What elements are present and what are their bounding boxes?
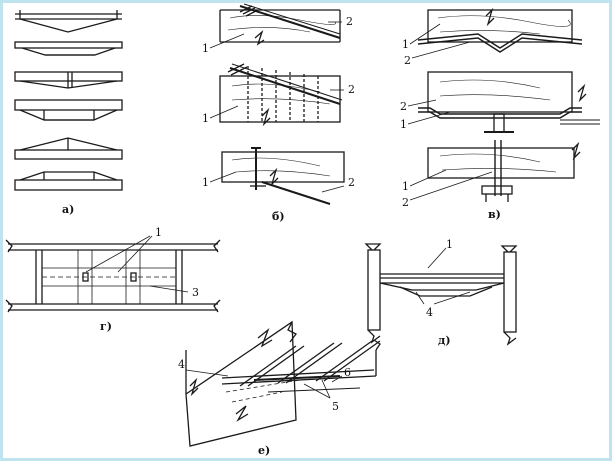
panel-b-label-1c: 1: [202, 176, 209, 189]
panel-d-label-4: 4: [426, 306, 433, 319]
panel-b-label-1b: 1: [202, 112, 209, 125]
panel-e-caption: е): [258, 444, 270, 457]
panel-v-label-2c: 2: [402, 196, 409, 209]
panel-v-label-1b: 1: [400, 118, 407, 131]
panel-b-beam-2: [219, 63, 343, 127]
panel-g-label-3: 3: [192, 286, 199, 299]
panel-a-scheme-5: [14, 137, 123, 160]
panel-b-beam-3: [221, 147, 345, 205]
panel-d-elevation: 1 4 д): [364, 238, 518, 347]
panel-b-label-1a: 1: [202, 42, 209, 55]
panel-v-details: 1 2 2 1 1 2 в): [400, 7, 600, 221]
panel-v-label-1a: 1: [402, 38, 409, 51]
panel-b-label-2a: 2: [346, 15, 353, 28]
panel-b-caption: б): [272, 210, 285, 223]
panel-d-label-1: 1: [446, 238, 453, 251]
panel-d-caption: д): [438, 334, 451, 347]
panel-e-label-6: 6: [344, 366, 351, 379]
panel-a-scheme-1: [15, 10, 122, 33]
panel-a-scheme-2: [14, 41, 123, 56]
panel-b-label-2b: 2: [348, 83, 355, 96]
panel-v-beam-2: [418, 71, 600, 133]
panel-a-schemes: а): [14, 10, 123, 216]
panel-a-caption: а): [62, 203, 74, 216]
panel-g-plan: 1 3 г): [5, 226, 221, 333]
panel-g-caption: г): [100, 320, 112, 333]
panel-e-isometric: 4 6 5 е): [178, 320, 381, 457]
panel-a-scheme-4: [14, 99, 123, 121]
panel-v-label-1c: 1: [402, 180, 409, 193]
panel-v-label-2b: 2: [400, 100, 407, 113]
panel-v-label-2a: 2: [404, 54, 411, 67]
panel-e-label-4: 4: [178, 358, 185, 371]
panel-e-label-5: 5: [332, 400, 339, 413]
panel-v-caption: в): [488, 208, 501, 221]
panel-b-label-2c: 2: [348, 176, 355, 189]
panel-v-beam-1: [417, 7, 583, 53]
panel-g-label-1: 1: [155, 226, 162, 239]
panel-b-beam-1: [219, 3, 341, 46]
panel-v-beam-3: [427, 140, 581, 202]
panel-b-details: 1 2 1 2 1 2 б): [202, 3, 355, 223]
panel-a-scheme-6: [14, 171, 123, 191]
panel-a-scheme-3: [14, 71, 123, 89]
